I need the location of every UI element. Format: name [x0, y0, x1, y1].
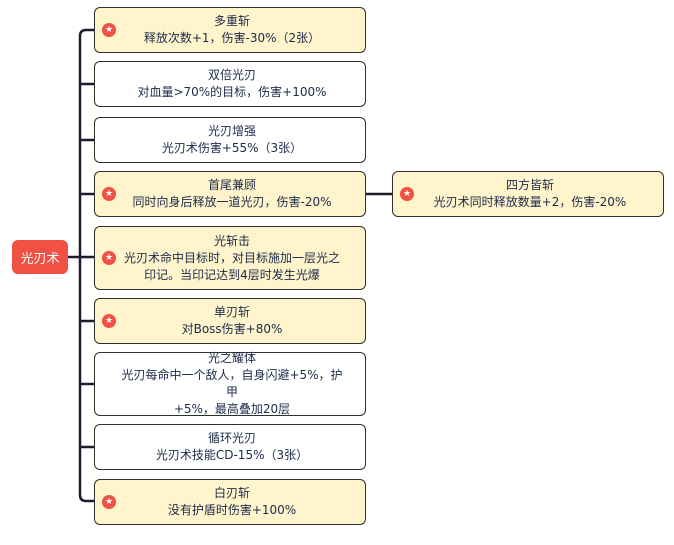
- root-label: 光刃术: [20, 251, 60, 267]
- star-icon: ★: [102, 23, 116, 37]
- branch-title: 多重斩: [213, 14, 250, 28]
- branch-title: 首尾兼顾: [207, 178, 256, 192]
- branch-desc: 同时向身后释放一道光刃，伤害-20%: [132, 195, 332, 209]
- branch-title: 双倍光刃: [207, 68, 256, 82]
- branch-title: 循环光刃: [207, 431, 256, 445]
- branch-title: 单刃斩: [213, 305, 250, 319]
- star-icon: ★: [102, 495, 116, 509]
- branch-title: 光斩击: [213, 233, 250, 248]
- branch-node[interactable]: 光刃增强 光刃术伤害+55%（3张）: [94, 117, 366, 163]
- branch-desc: 没有护盾时伤害+100%: [167, 503, 297, 517]
- branch-node[interactable]: 双倍光刃 对血量>70%的目标，伤害+100%: [94, 61, 366, 107]
- branch-desc: 光刃术命中目标时，对目标施加一层光之 印记。当印记达到4层时发生光爆: [123, 250, 340, 282]
- branch-node[interactable]: 循环光刃 光刃术技能CD-15%（3张）: [94, 424, 366, 470]
- branch-node[interactable]: ★ 首尾兼顾 同时向身后释放一道光刃，伤害-20%: [94, 171, 366, 217]
- child-node[interactable]: ★ 四方皆斩 光刃术同时释放数量+2，伤害-20%: [392, 171, 664, 217]
- branch-title: 光之耀体: [207, 351, 256, 365]
- root-node[interactable]: 光刃术: [12, 240, 68, 274]
- branch-desc: 对Boss伤害+80%: [181, 322, 283, 336]
- branch-desc: 释放次数+1，伤害-30%（2张）: [143, 31, 321, 45]
- branch-desc: 光刃术伤害+55%（3张）: [161, 141, 303, 155]
- branch-desc: 对血量>70%的目标，伤害+100%: [137, 85, 327, 99]
- star-icon: ★: [102, 187, 116, 201]
- child-title: 四方皆斩: [505, 178, 554, 192]
- branch-title: 光刃增强: [207, 124, 256, 138]
- branch-desc: 光刃术技能CD-15%（3张）: [155, 448, 309, 462]
- branch-node[interactable]: ★ 光斩击 光刃术命中目标时，对目标施加一层光之 印记。当印记达到4层时发生光爆: [94, 226, 366, 290]
- branch-title: 白刃斩: [213, 486, 250, 500]
- branch-node[interactable]: 光之耀体 光刃每命中一个敌人，自身闪避+5%，护甲 +5%，最高叠加20层: [94, 351, 366, 416]
- branch-desc: 光刃每命中一个敌人，自身闪避+5%，护甲 +5%，最高叠加20层: [121, 368, 343, 416]
- branch-node[interactable]: ★ 白刃斩 没有护盾时伤害+100%: [94, 479, 366, 525]
- branch-spine: [78, 28, 94, 503]
- star-icon: ★: [102, 314, 116, 328]
- branch-node[interactable]: ★ 多重斩 释放次数+1，伤害-30%（2张）: [94, 7, 366, 53]
- star-icon: ★: [102, 251, 116, 265]
- branch-node[interactable]: ★ 单刃斩 对Boss伤害+80%: [94, 298, 366, 344]
- child-desc: 光刃术同时释放数量+2，伤害-20%: [433, 195, 627, 209]
- star-icon: ★: [400, 187, 414, 201]
